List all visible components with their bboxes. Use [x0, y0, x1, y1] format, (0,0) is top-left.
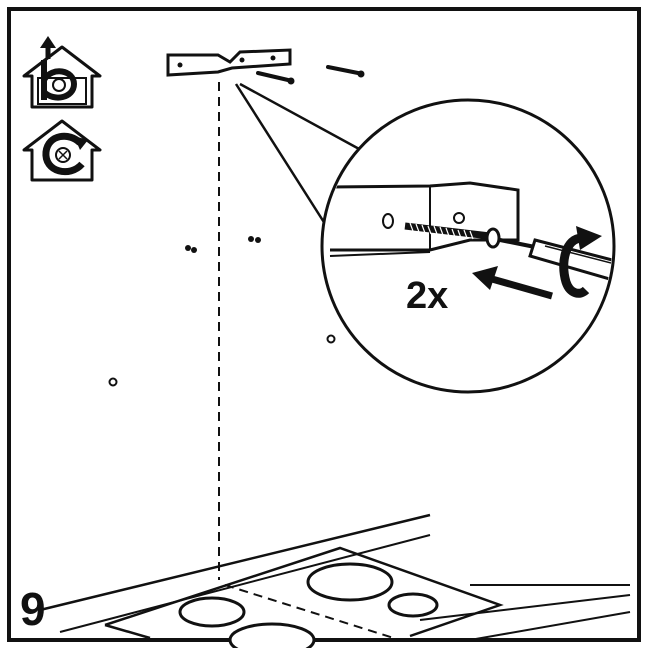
- burner: [178, 596, 246, 628]
- burner: [306, 562, 394, 602]
- wall-hole: [108, 377, 118, 387]
- wall-bracket: [166, 48, 292, 77]
- burner: [387, 592, 439, 618]
- wall-hole: [326, 334, 336, 344]
- frame-border: [7, 7, 641, 642]
- screw: [256, 71, 295, 85]
- extraction-mode-icon: [22, 36, 102, 109]
- wall-plug: [185, 245, 197, 253]
- screwdriver-icon: [499, 238, 612, 284]
- screw: [326, 65, 365, 78]
- wall-plug: [248, 236, 261, 243]
- screw-count-label: 2x: [406, 275, 448, 317]
- burner: [228, 622, 316, 648]
- zoom-detail-circle: 2x: [320, 98, 616, 394]
- push-direction-arrow: [472, 266, 553, 300]
- step-number: 9: [20, 583, 46, 635]
- clockwise-rotation-arrow-icon: [559, 226, 602, 298]
- cooktop: [39, 513, 631, 648]
- recirculation-mode-icon: [22, 119, 102, 182]
- screw: [404, 222, 501, 249]
- zoom-callout-lines: [234, 82, 373, 239]
